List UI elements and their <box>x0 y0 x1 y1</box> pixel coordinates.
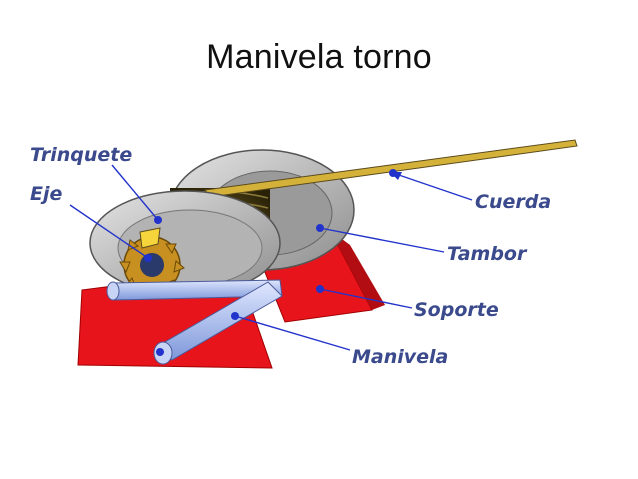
crank-arm <box>157 281 283 361</box>
cuerda-arrowhead <box>390 172 402 180</box>
label-manivela: Manivela <box>352 346 448 368</box>
leader-lines <box>69 164 473 351</box>
label-soporte: Soporte <box>414 299 499 321</box>
pawl <box>139 227 161 249</box>
axle-end <box>106 281 120 301</box>
slide-title: Manivela torno <box>206 38 432 76</box>
label-eje: Eje <box>30 183 62 205</box>
support-back-side <box>330 230 385 310</box>
label-tambor: Tambor <box>447 243 528 265</box>
label-cuerda: Cuerda <box>475 191 551 213</box>
label-trinquete: Trinquete <box>30 144 132 166</box>
